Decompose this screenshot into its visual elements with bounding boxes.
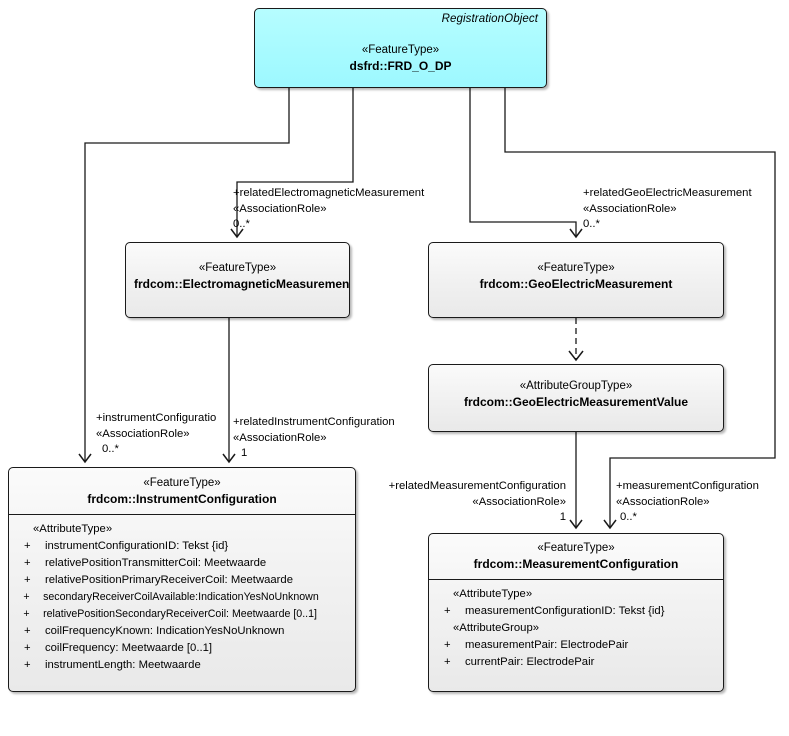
attribute-row: + instrumentConfigurationID: Tekst {id} [13, 538, 351, 555]
visibility-marker: + [24, 574, 31, 586]
class-name: frdcom::GeoElectricMeasurementValue [463, 395, 689, 409]
visibility-marker: + [24, 557, 31, 569]
association-role: +relatedInstrumentConfiguration [233, 416, 395, 428]
attribute-row: + measurementPair: ElectrodePair [433, 637, 719, 654]
attribute-text: instrumentLength: Meetwaarde [45, 659, 201, 671]
attributes-compartment-measurementconfiguration: «AttributeType» + measurementConfigurati… [429, 579, 723, 676]
attribute-row: + secondaryReceiverCoilAvailable:Indicat… [13, 589, 331, 606]
attribute-text: measurementPair: ElectrodePair [465, 639, 629, 651]
class-stereotype: «FeatureType» [143, 477, 221, 489]
association-multiplicity: 0..* [583, 218, 600, 230]
association-label-related-geoelectric-measurement: +relatedGeoElectricMeasurement «Associat… [583, 186, 752, 233]
association-multiplicity: 1 [241, 447, 248, 459]
attribute-type-label: «AttributeType» [33, 523, 113, 535]
class-box-geoelectricmeasurement[interactable]: «FeatureType» frdcom::GeoElectricMeasure… [428, 242, 724, 318]
attribute-text: currentPair: ElectrodePair [465, 656, 595, 668]
attribute-text: instrumentConfigurationID: Tekst {id} [45, 540, 229, 552]
visibility-marker: + [24, 625, 31, 637]
class-stereotype: «FeatureType» [537, 542, 615, 554]
class-box-instrumentconfiguration[interactable]: «FeatureType» frdcom::InstrumentConfigur… [8, 467, 356, 692]
attribute-row: + instrumentLength: Meetwaarde [13, 657, 351, 674]
edge-frd-to-geoelectricmeasurement [469, 88, 583, 239]
attribute-text: coilFrequency: Meetwaarde [0..1] [45, 642, 213, 654]
visibility-marker: + [24, 659, 31, 671]
association-multiplicity: 1 [559, 511, 566, 523]
association-stereotype: «AssociationRole» [233, 431, 327, 444]
attributes-compartment-instrumentconfiguration: «AttributeType» + instrumentConfiguratio… [9, 514, 355, 679]
class-box-geoelectricmeasurementvalue[interactable]: «AttributeGroupType» frdcom::GeoElectric… [428, 364, 724, 432]
attribute-text: relativePositionSecondaryReceiverCoil: M… [43, 608, 317, 620]
attribute-text: relativePositionPrimaryReceiverCoil: Mee… [45, 574, 293, 586]
association-stereotype: «AssociationRole» [583, 202, 677, 215]
visibility-marker: + [23, 591, 30, 603]
attribute-row: + currentPair: ElectrodePair [433, 654, 719, 671]
class-stereotype: «FeatureType» [361, 44, 440, 56]
association-role: +instrumentConfiguratio [96, 412, 217, 424]
attribute-text: relativePositionTransmitterCoil: Meetwaa… [45, 557, 267, 569]
class-name: frdcom::GeoElectricMeasurement [479, 277, 673, 291]
class-stereotype: «FeatureType» [537, 262, 615, 274]
class-box-electromagneticmeasurement[interactable]: «FeatureType» frdcom::ElectromagneticMea… [125, 242, 350, 318]
association-multiplicity: 0..* [233, 218, 250, 230]
attribute-row: + coilFrequency: Meetwaarde [0..1] [13, 640, 351, 657]
association-role: +relatedElectromagneticMeasurement [233, 187, 425, 199]
association-stereotype: «AssociationRole» [616, 495, 710, 508]
association-role: +measurementConfiguration [616, 480, 759, 492]
class-box-frd-o-dp[interactable]: RegistrationObject «FeatureType» dsfrd::… [254, 8, 547, 88]
attribute-row: + measurementConfigurationID: Tekst {id} [433, 603, 719, 620]
association-multiplicity: 0..* [620, 511, 637, 523]
visibility-marker: + [444, 639, 451, 651]
visibility-marker: + [444, 656, 451, 668]
association-label-instrument-configuration: +instrumentConfiguratio «AssociationRole… [96, 411, 231, 458]
class-name: dsfrd::FRD_O_DP [349, 59, 452, 73]
association-label-related-measurement-configuration: +relatedMeasurementConfiguration «Associ… [371, 479, 566, 526]
visibility-marker: + [24, 540, 31, 552]
attribute-group-label: «AttributeGroup» [453, 622, 540, 634]
visibility-marker: + [23, 608, 30, 620]
attribute-type-label: «AttributeType» [453, 588, 533, 600]
association-multiplicity: 0..* [102, 443, 119, 455]
association-role: +relatedMeasurementConfiguration [388, 480, 566, 492]
registration-object-tag: RegistrationObject [441, 13, 538, 25]
association-stereotype: «AssociationRole» [96, 427, 190, 440]
class-stereotype: «FeatureType» [198, 262, 277, 274]
class-stereotype: «AttributeGroupType» [519, 380, 633, 392]
association-label-related-instrument-configuration: +relatedInstrumentConfiguration «Associa… [233, 415, 395, 462]
association-stereotype: «AssociationRole» [472, 495, 566, 508]
class-name: frdcom::MeasurementConfiguration [473, 557, 679, 571]
class-header-electromagneticmeasurement: «FeatureType» frdcom::ElectromagneticMea… [126, 243, 349, 300]
class-header-instrumentconfiguration: «FeatureType» frdcom::InstrumentConfigur… [9, 468, 355, 514]
association-stereotype: «AssociationRole» [233, 202, 327, 215]
attribute-row: + relativePositionPrimaryReceiverCoil: M… [13, 572, 351, 589]
class-name: frdcom::ElectromagneticMeasurement [134, 277, 350, 291]
attribute-text: secondaryReceiverCoilAvailable:Indicatio… [43, 591, 319, 603]
class-name: frdcom::InstrumentConfiguration [87, 492, 277, 506]
attribute-row: + coilFrequencyKnown: IndicationYesNoUnk… [13, 623, 351, 640]
class-header-geoelectricmeasurement: «FeatureType» frdcom::GeoElectricMeasure… [429, 243, 723, 300]
association-label-related-electromagnetic-measurement: +relatedElectromagneticMeasurement «Asso… [233, 186, 424, 233]
association-role: +relatedGeoElectricMeasurement [583, 187, 752, 199]
attribute-row: + relativePositionTransmitterCoil: Meetw… [13, 555, 351, 572]
visibility-marker: + [24, 642, 31, 654]
attribute-text: measurementConfigurationID: Tekst {id} [465, 605, 665, 617]
association-label-measurement-configuration: +measurementConfiguration «AssociationRo… [616, 479, 759, 526]
class-box-measurementconfiguration[interactable]: «FeatureType» frdcom::MeasurementConfigu… [428, 533, 724, 692]
attribute-text: coilFrequencyKnown: IndicationYesNoUnkno… [45, 625, 285, 637]
class-header-measurementconfiguration: «FeatureType» frdcom::MeasurementConfigu… [429, 534, 723, 579]
attribute-row: + relativePositionSecondaryReceiverCoil:… [13, 606, 331, 623]
visibility-marker: + [444, 605, 451, 617]
class-header-geoelectricmeasurementvalue: «AttributeGroupType» frdcom::GeoElectric… [429, 365, 723, 418]
class-header-frd-o-dp: RegistrationObject «FeatureType» dsfrd::… [255, 9, 546, 82]
